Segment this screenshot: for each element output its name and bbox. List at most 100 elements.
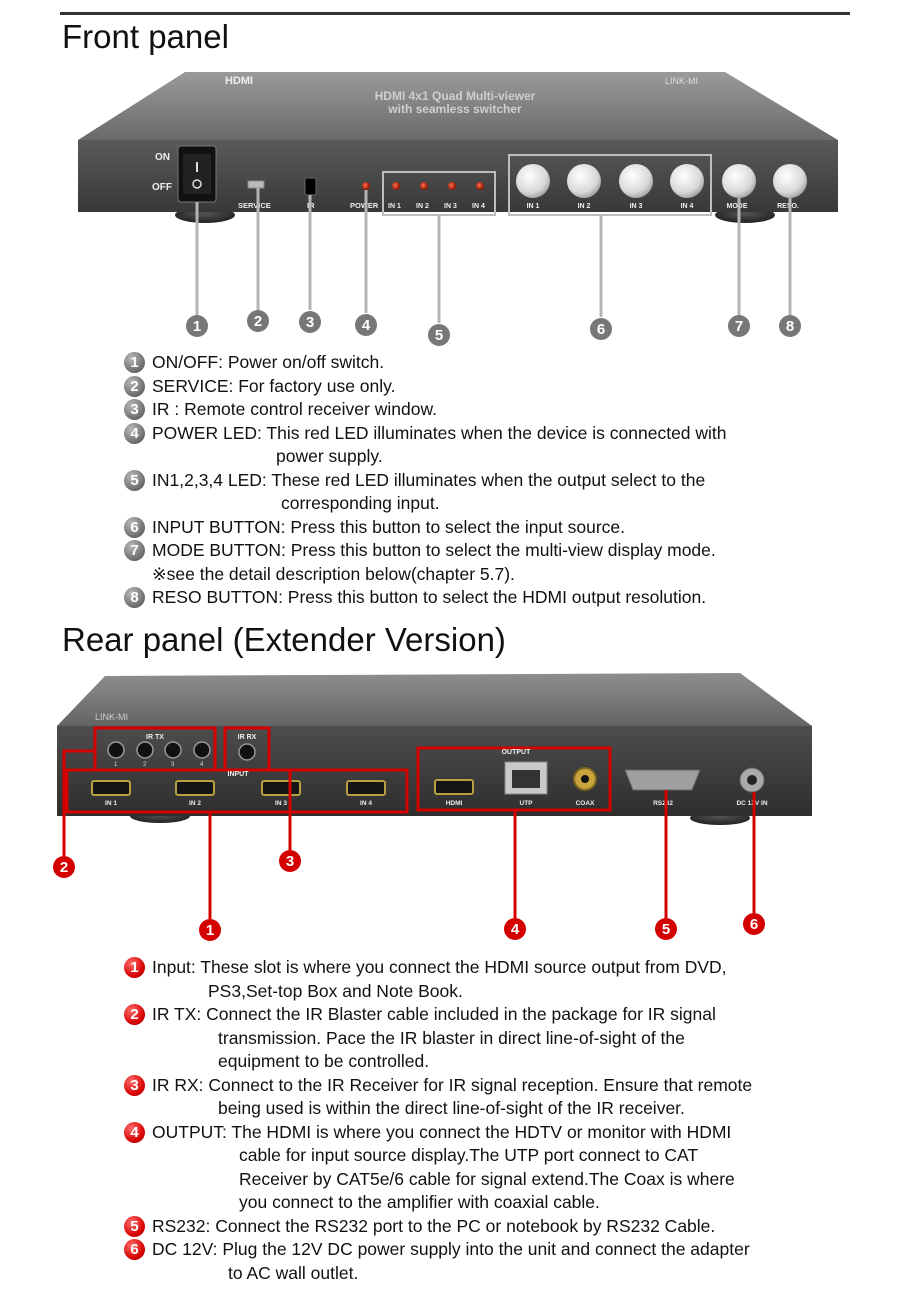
callout-number: 3 <box>286 853 294 870</box>
item-text: POWER LED: This red LED illuminates when… <box>152 422 727 443</box>
hdmi-output-port-icon <box>434 779 474 795</box>
device-top <box>78 72 838 140</box>
callout-number: 8 <box>786 318 794 335</box>
top-rule <box>60 12 850 15</box>
rear-description-list: 1 Input: These slot is where you connect … <box>124 956 884 1285</box>
power-label: POWER <box>350 201 379 210</box>
item-text-continued: you connect to the amplifier with coaxia… <box>239 1192 600 1212</box>
brand-logo: HDMI <box>225 75 253 87</box>
callout-number: 6 <box>750 916 758 933</box>
mode-button-icon <box>722 164 756 198</box>
item-number-badge: 6 <box>124 516 145 538</box>
item-note: ※see the detail description below(chapte… <box>152 563 515 584</box>
model-text-line1: HDMI 4x1 Quad Multi-viewer <box>375 89 536 103</box>
switch-off-label: OFF <box>152 182 172 193</box>
callout-number: 1 <box>206 922 214 939</box>
irrx-label: IR RX <box>238 734 257 741</box>
item-number-badge: 1 <box>124 957 145 978</box>
ir-number: 1 <box>114 762 118 768</box>
ir-number: 2 <box>143 762 147 768</box>
button-label: IN 3 <box>630 203 643 210</box>
led-label: IN 3 <box>444 203 457 210</box>
button-label: IN 1 <box>527 203 540 210</box>
in-led-icon <box>448 182 456 190</box>
button-label: MODE <box>727 203 748 210</box>
item-text: SERVICE: For factory use only. <box>152 375 396 396</box>
rs232-port-icon <box>624 769 701 791</box>
callout-number: 4 <box>362 317 371 334</box>
item-number-badge: 5 <box>124 1215 145 1237</box>
item-text: ON/OFF: Power on/off switch. <box>152 352 385 372</box>
in-led-icon <box>420 182 428 190</box>
item-text-continued: being used is within the direct line-of-… <box>218 1098 685 1118</box>
reso-button-icon <box>773 164 807 198</box>
input-highlight <box>65 768 409 814</box>
item-text: Input: These slot is where you connect t… <box>152 957 727 977</box>
callout-number: 5 <box>662 921 670 938</box>
input-button-icon <box>567 164 601 198</box>
item-text: RESO BUTTON: Press this button to select… <box>152 587 707 607</box>
item-text: MODE BUTTON: Press this button to select… <box>152 540 716 560</box>
ir-number: 3 <box>171 762 175 768</box>
input-button-icon <box>516 164 550 198</box>
ir-window-icon <box>304 177 317 196</box>
item-text: RS232: Connect the RS232 port to the PC … <box>152 1215 716 1236</box>
rs232-label: RS232 <box>653 800 673 807</box>
output-port-label: UTP <box>520 800 534 807</box>
list-item: 1 Input: These slot is where you connect … <box>124 956 884 1003</box>
device-top <box>57 673 812 726</box>
item-text-continued: cable for input source display.The UTP p… <box>239 1145 699 1165</box>
callout-number: 2 <box>254 313 262 330</box>
callout-number: 3 <box>306 314 314 331</box>
in-led-icon <box>392 182 400 190</box>
callout-number: 1 <box>193 318 201 335</box>
rear-panel-photo: LINK-MI IR TX 1 2 3 4 IR RX INPUT IN 1 I… <box>53 673 812 941</box>
list-item: 6 INPUT BUTTON: Press this button to sele… <box>124 516 864 540</box>
dc-label: DC 12V IN <box>736 800 767 807</box>
item-number-badge: 6 <box>124 1239 145 1260</box>
callout-number: 7 <box>735 318 743 335</box>
switch-on-label: ON <box>155 152 170 163</box>
button-label: IN 2 <box>578 203 591 210</box>
item-number-badge: 2 <box>124 375 145 397</box>
item-text: IR TX: Connect the IR Blaster cable incl… <box>152 1004 716 1024</box>
item-number-badge: 7 <box>124 540 145 561</box>
item-number-badge: 4 <box>124 422 145 444</box>
in-led-icon <box>476 182 484 190</box>
button-group-frame <box>508 154 712 216</box>
button-label: IN 4 <box>681 203 694 210</box>
irtx-label: IR TX <box>146 734 164 741</box>
output-port-label: HDMI <box>446 800 463 807</box>
service-label: SERVICE <box>238 201 271 210</box>
item-text-continued: transmission. Pace the IR blaster in dir… <box>218 1027 685 1048</box>
item-number-badge: 3 <box>124 399 145 420</box>
maker-logo: LINK-MI <box>95 712 128 722</box>
callout-number: 2 <box>60 859 68 876</box>
input-group-label: INPUT <box>228 771 250 778</box>
output-group-label: OUTPUT <box>502 749 532 756</box>
item-text-continued: equipment to be controlled. <box>218 1051 430 1071</box>
power-led-icon <box>362 182 370 190</box>
hdmi-input-label: IN 4 <box>360 800 372 807</box>
led-label: IN 2 <box>416 203 429 210</box>
item-text-continued: Receiver by CAT5e/6 cable for signal ext… <box>239 1168 735 1189</box>
ir-number: 4 <box>200 762 204 768</box>
hdmi-input-label: IN 2 <box>189 800 201 807</box>
led-label: IN 4 <box>472 203 485 210</box>
callout-number: 4 <box>511 921 520 938</box>
led-label: IN 1 <box>388 203 401 210</box>
list-item: 5 RS232: Connect the RS232 port to the PC… <box>124 1215 884 1239</box>
rear-panel-title: Rear panel (Extender Version) <box>62 621 506 658</box>
item-text: INPUT BUTTON: Press this button to selec… <box>152 516 626 537</box>
hdmi-input-label: IN 1 <box>105 800 117 807</box>
list-item: 4 POWER LED: This red LED illuminates whe… <box>124 422 864 469</box>
callout-number: 5 <box>435 327 443 344</box>
item-text: IR RX: Connect to the IR Receiver for IR… <box>152 1074 753 1095</box>
